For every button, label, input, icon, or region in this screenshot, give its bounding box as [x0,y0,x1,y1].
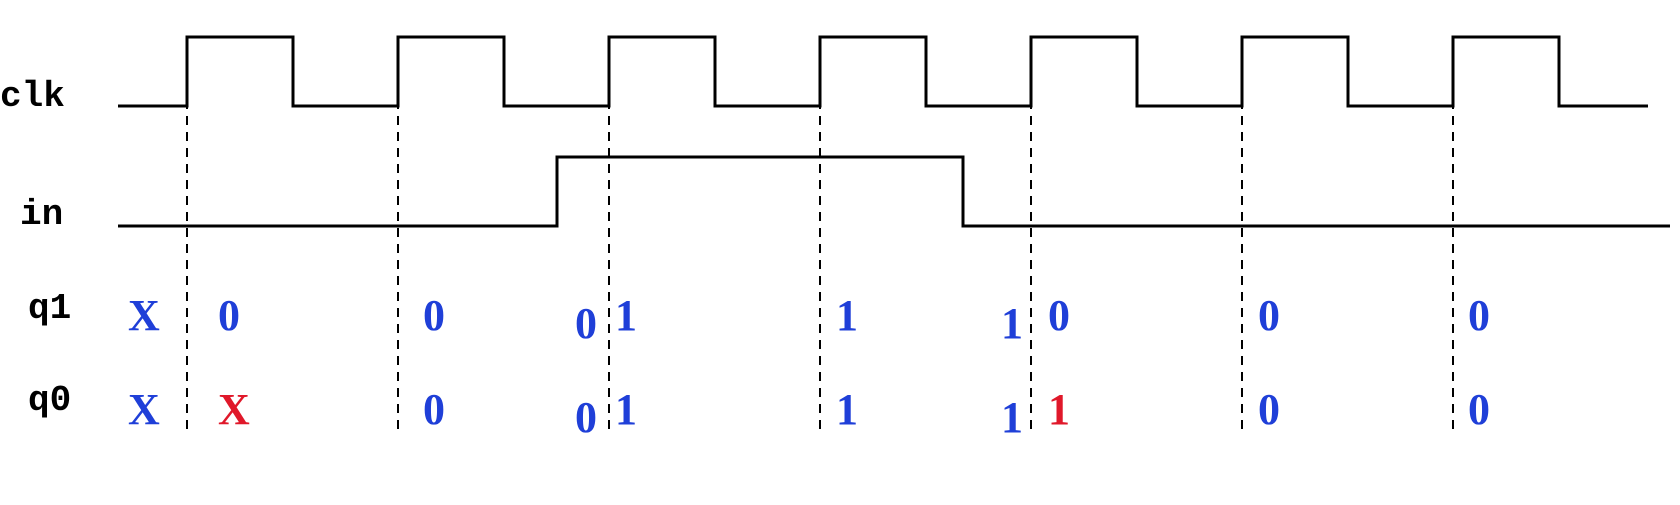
q0-value: 0 [1468,385,1490,434]
q1-value: X [128,291,160,340]
q0-values: X X 0 0 1 1 1 1 0 0 [128,385,1490,442]
q0-value: 0 [575,393,597,442]
q0-value: 0 [1258,385,1280,434]
q0-value: 1 [836,385,858,434]
q1-value: 1 [1001,299,1023,348]
q0-value: 1 [615,385,637,434]
signal-label-in: in [20,194,63,235]
signal-label-q0: q0 [28,380,71,421]
q0-value: 1 [1048,385,1070,434]
q1-value: 0 [1468,291,1490,340]
q1-value: 0 [1048,291,1070,340]
q1-value: 0 [423,291,445,340]
q1-value: 0 [218,291,240,340]
clk-waveform [118,35,1648,108]
q0-value: 1 [1001,393,1023,442]
in-waveform [118,155,1670,228]
q1-values: X 0 0 0 1 1 1 0 0 0 [128,291,1490,348]
q1-value: 1 [615,291,637,340]
q0-value: X [128,385,160,434]
q1-value: 1 [836,291,858,340]
q1-value: 0 [1258,291,1280,340]
q0-value: X [218,385,250,434]
signal-label-q1: q1 [28,288,71,329]
signal-label-clk: clk [0,76,65,117]
q0-value: 0 [423,385,445,434]
clock-edge-guides [186,100,1454,430]
q1-value: 0 [575,299,597,348]
